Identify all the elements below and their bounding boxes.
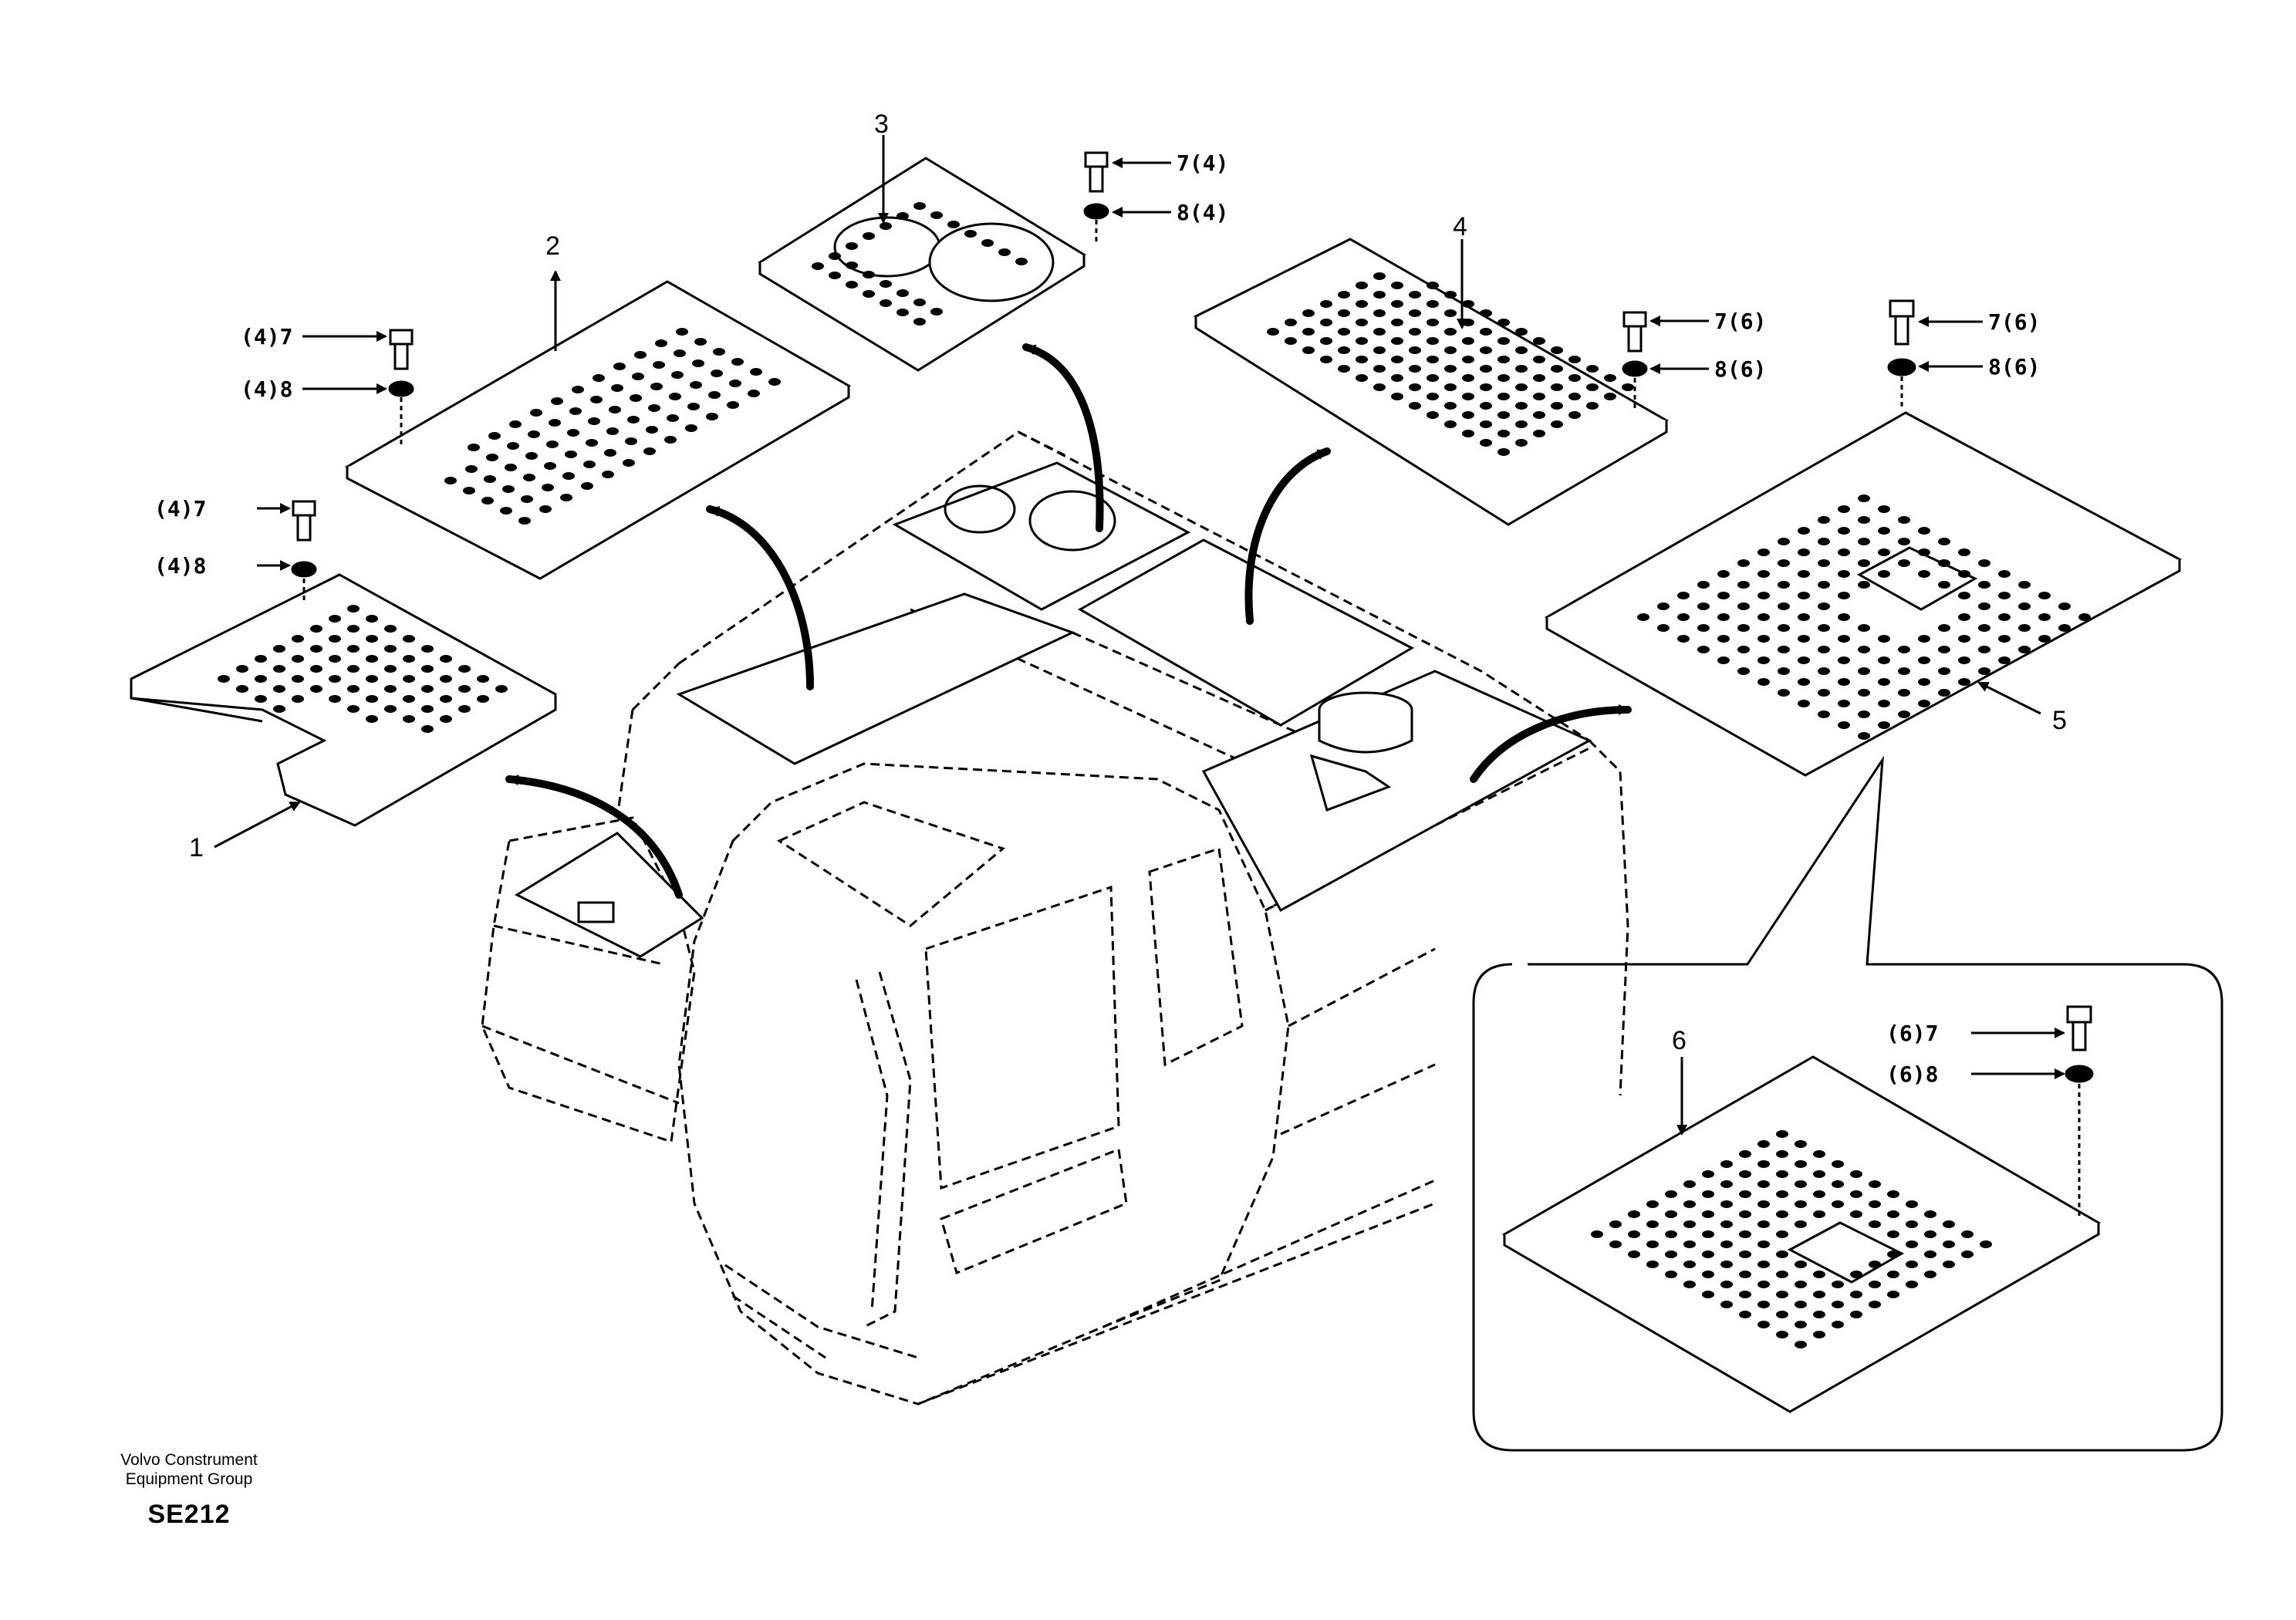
callout-2: 2 <box>545 231 560 261</box>
callout-labels: 1 2 3 4 5 6 <box>189 110 2067 1055</box>
washer-icon <box>291 561 317 578</box>
washer-icon <box>388 380 414 397</box>
perforation-holes <box>812 202 1028 326</box>
org-name-line-1: Volvo Construment <box>120 1451 258 1469</box>
washer-icon <box>1083 203 1109 220</box>
fastener-labels: (4)7 (4)8 (4)7 (4)8 7(4) 8(4) 7(6) 8(6) … <box>154 150 2040 1087</box>
drawing-footer: Volvo Construment Equipment Group SE212 <box>69 1450 309 1530</box>
detail-view-box <box>1472 755 2223 1452</box>
cover-plate-3 <box>758 157 1086 372</box>
cover-plate-6 <box>1502 1055 2101 1413</box>
perforation-holes <box>1267 272 1634 456</box>
cover-plate-5 <box>1544 411 2183 777</box>
callout-4: 4 <box>1453 212 1467 241</box>
label-p3-bolt: 7(4) <box>1177 150 1228 176</box>
perforation-holes <box>444 328 781 525</box>
cover-plate-2 <box>344 280 851 580</box>
washer-icon <box>1622 360 1648 377</box>
label-p2-bolt: (4)7 <box>241 324 292 349</box>
label-p4-washer: 8(6) <box>1714 356 1766 382</box>
callout-3: 3 <box>874 110 889 139</box>
bolt-icon <box>1622 311 1647 353</box>
bolt-icon <box>1084 151 1109 193</box>
label-p1-washer: (4)8 <box>154 553 206 579</box>
callout-1: 1 <box>189 833 204 862</box>
org-name-line-2: Equipment Group <box>125 1470 253 1488</box>
perforation-holes <box>1591 1130 1992 1348</box>
label-p5-washer: 8(6) <box>1988 354 2040 380</box>
perforation-holes <box>218 605 508 733</box>
bolt-icon <box>389 329 414 370</box>
label-p6-bolt: (6)7 <box>1886 1021 1938 1046</box>
label-p6-washer: (6)8 <box>1886 1061 1938 1087</box>
callout-5: 5 <box>2052 706 2067 735</box>
fastener-icons <box>291 151 2094 1219</box>
perforation-holes <box>1637 494 2091 740</box>
drawing-code: SE212 <box>147 1500 231 1529</box>
label-p1-bolt: (4)7 <box>154 496 206 521</box>
excavator-upper-structure-outline <box>481 430 1629 1406</box>
bolt-icon <box>2066 1005 2092 1051</box>
leader-lines <box>214 135 2065 1136</box>
bolt-icon <box>292 500 316 542</box>
cover-plate-4 <box>1193 238 1669 526</box>
label-p4-bolt: 7(6) <box>1714 309 1766 334</box>
cover-plate-1 <box>130 573 557 827</box>
washer-icon <box>1887 358 1916 376</box>
bolt-icon <box>1889 299 1915 346</box>
washer-icon <box>2065 1065 2094 1083</box>
label-p3-washer: 8(4) <box>1177 200 1228 225</box>
installed-covers <box>514 461 1592 958</box>
label-p5-bolt: 7(6) <box>1988 309 2040 335</box>
callout-6: 6 <box>1672 1026 1687 1055</box>
removal-arrows <box>505 343 1632 899</box>
label-p2-washer: (4)8 <box>241 376 292 402</box>
